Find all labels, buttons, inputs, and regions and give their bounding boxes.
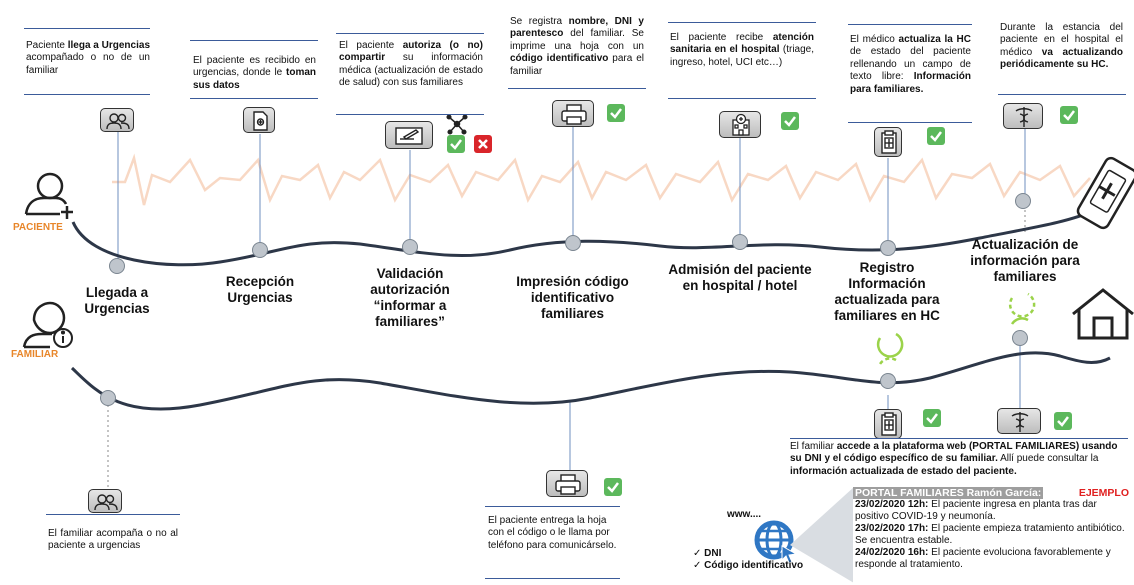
rule [668,22,816,23]
note-llegada: Paciente llega a Urgencias acompañado o … [26,40,151,76]
rule [485,506,620,507]
rule [336,114,484,115]
dotted-connectors [107,210,1026,488]
user-plus-icon [24,172,73,219]
network-icon [446,114,468,135]
caduceus-icon [1003,103,1043,129]
check-mark-icon: ✓ [693,560,705,571]
rule [790,438,1128,439]
clipboard-icon [874,127,902,157]
phone-icon [1076,156,1134,230]
rule [190,98,318,99]
family-nodes [100,330,1028,406]
note-admision: El paciente recibe atención sanitaria en… [670,32,815,68]
check-icon-impresion [607,104,625,122]
rule [24,94,150,95]
form-sign-icon [385,121,433,149]
portal-example: PORTAL FAMILIARES Ramón García: EJEMPLO … [853,487,1131,583]
clipboard-icon-family [874,409,902,439]
note-actualizacion: Durante la estancia del paciente en el h… [1000,22,1124,71]
caduceus-icon-family [997,408,1041,434]
heartbeat-line [112,153,1091,206]
rule [848,122,972,123]
portal-entry: 24/02/2020 16h: El paciente evoluciona f… [855,547,1111,570]
portal-entries: 23/02/2020 12h: El paciente ingresa en p… [853,499,1131,571]
connectors [117,127,1026,470]
www-label: www.... [727,509,762,520]
rule [336,33,484,34]
check-icon-registro [927,127,945,145]
rule [998,94,1126,95]
family-wave-line [70,351,1111,411]
rule [848,24,972,25]
printer-icon-family [546,470,588,497]
check-icon [447,135,465,153]
check-icon-familiar-update [1054,412,1072,430]
portal-entry: 23/02/2020 12h: El paciente ingresa en p… [855,499,1097,522]
check-icon-familiar-print [604,478,622,496]
rule [485,578,620,579]
note-familiar-acompana: El familiar acompaña o no al paciente a … [48,528,178,552]
people-icon-family [88,489,122,513]
refresh-icon [876,292,1036,365]
rule [24,28,150,29]
people-icon [100,108,134,132]
role-patient-label: PACIENTE [13,222,63,233]
callout-pointer [790,487,854,583]
portal-tag: EJEMPLO [1078,487,1129,499]
portal-title: PORTAL FAMILIARES Ramón García: [853,487,1044,499]
credentials-list: ✓ DNI ✓ Código identificativo [693,548,804,571]
note-validacion: El paciente autoriza (o no) compartir su… [339,40,483,89]
rule [508,88,646,89]
patient-wave-line [71,208,1096,267]
rule [190,40,318,41]
note-entrega-hoja: El paciente entrega la hoja con el códig… [488,515,617,551]
note-recepcion: El paciente es recibido en urgencias, do… [193,55,316,91]
cross-icon [474,135,492,153]
home-icon [1072,288,1134,340]
check-mark-icon: ✓ [693,548,705,559]
role-family-label: FAMILIAR [11,349,59,360]
patient-nodes [109,193,1031,274]
note-impresion: Se registra nombre, DNI y parentesco del… [510,16,645,77]
note-registro: El médico actualiza la HC de estado del … [850,34,971,95]
note-portal-acceso: El familiar accede a la plataforma web (… [790,441,1118,477]
printer-icon [552,100,594,127]
hospital-icon [719,111,761,138]
check-icon-familiar-hc [923,409,941,427]
user-info-icon [22,301,73,349]
rule [46,514,180,515]
rule [668,98,816,99]
portal-entry: 23/02/2020 17h: El paciente empieza trat… [855,523,1125,546]
check-icon-admision [781,112,799,130]
check-icon-actualizacion [1060,106,1078,124]
document-icon [243,107,275,133]
globe-cursor-icon[interactable] [752,518,800,564]
